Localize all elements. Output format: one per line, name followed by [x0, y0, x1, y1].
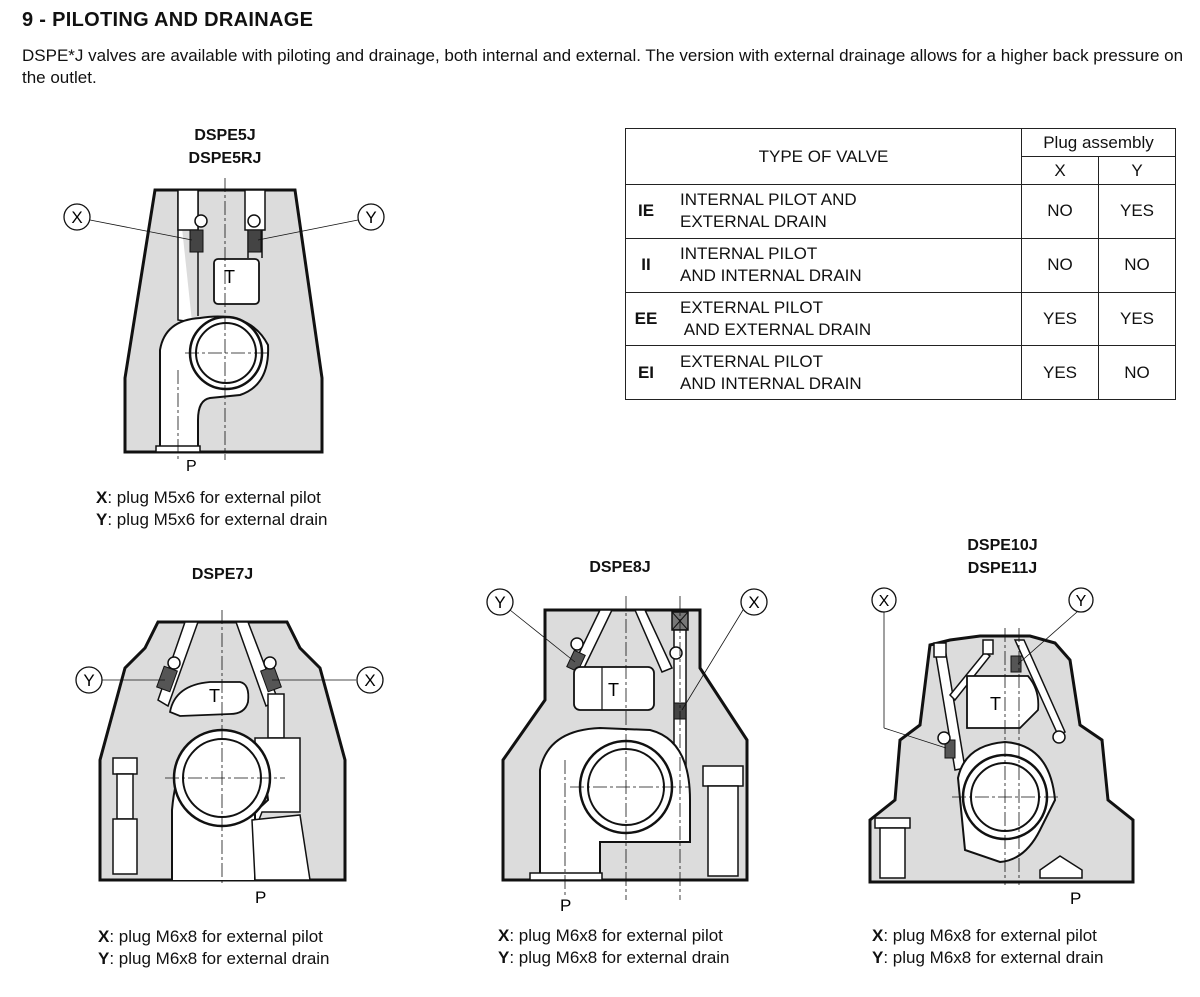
dspe7-note-x: X: plug M6x8 for external pilot	[98, 927, 323, 946]
row-desc: EXTERNAL PILOT AND EXTERNAL DRAIN	[666, 291, 1022, 347]
dspe5-body	[63, 178, 385, 460]
dspe8-title-line1: DSPE8J	[589, 559, 651, 576]
row-desc-line1: INTERNAL PILOT	[680, 244, 818, 264]
row-code: EE	[625, 291, 666, 347]
dspe5-notes: X: plug M5x6 for external pilot Y: plug …	[96, 487, 328, 531]
row-y: YES	[1098, 184, 1176, 239]
dspe8-y-callout: Y	[494, 593, 505, 612]
dspe5-title-line1: DSPE5J	[194, 127, 256, 144]
dspe5-x-callout: X	[71, 208, 82, 227]
dspe8-x-callout: X	[748, 593, 759, 612]
dspe10-notes: X: plug M6x8 for external pilot Y: plug …	[872, 925, 1104, 969]
dspe7-title-line1: DSPE7J	[191, 566, 254, 583]
row-code: II	[625, 237, 666, 293]
dspe5-y-callout: Y	[365, 208, 376, 227]
dspe10-note-x: X: plug M6x8 for external pilot	[872, 926, 1097, 945]
dspe8-t-label: T	[608, 680, 619, 700]
dspe7-note-y: Y: plug M6x8 for external drain	[98, 949, 330, 968]
dspe7-p-label: P	[255, 888, 266, 907]
dspe10-title-line1: DSPE10J	[967, 537, 1038, 554]
dspe5-t-label: T	[224, 267, 235, 287]
dspe10-t-label: T	[990, 694, 1001, 714]
row-x: YES	[1021, 345, 1099, 400]
row-desc-line2: AND INTERNAL DRAIN	[680, 266, 862, 286]
dspe5-p-label: P	[186, 458, 197, 475]
row-desc-line2: AND INTERNAL DRAIN	[680, 373, 862, 393]
row-desc-line1: EXTERNAL PILOT	[680, 351, 823, 371]
row-desc-line2: EXTERNAL DRAIN	[680, 212, 827, 232]
row-x: NO	[1021, 237, 1099, 293]
row-code: EI	[625, 345, 666, 400]
col-header-y: Y	[1098, 156, 1176, 185]
dspe5-title-line2: DSPE5RJ	[188, 150, 262, 167]
valve-type-table: TYPE OF VALVE Plug assembly X Y IE INTER…	[625, 128, 1176, 400]
dspe8-note-y: Y: plug M6x8 for external drain	[498, 948, 730, 967]
dspe10-note-y: Y: plug M6x8 for external drain	[872, 948, 1104, 967]
row-x: NO	[1021, 184, 1099, 239]
row-code: IE	[625, 184, 666, 239]
dspe8-notes: X: plug M6x8 for external pilot Y: plug …	[498, 925, 730, 969]
dspe10-title-line2: DSPE11J	[967, 560, 1038, 577]
row-y: YES	[1098, 291, 1176, 347]
dspe10-x-callout: X	[879, 593, 890, 610]
dspe7-notes: X: plug M6x8 for external pilot Y: plug …	[98, 926, 330, 970]
row-desc-line2: AND EXTERNAL DRAIN	[680, 319, 872, 339]
intro-paragraph: DSPE*J valves are available with pilotin…	[22, 46, 1184, 87]
dspe8-note-x: X: plug M6x8 for external pilot	[498, 926, 723, 945]
col-header-plug: Plug assembly	[1021, 128, 1176, 157]
dspe8-body	[486, 588, 768, 900]
dspe8-p-label: P	[560, 896, 571, 915]
dspe7-y-callout: Y	[83, 671, 94, 690]
row-desc-line1: INTERNAL PILOT AND	[680, 190, 857, 210]
row-y: NO	[1098, 237, 1176, 293]
dspe7-t-label: T	[209, 686, 220, 706]
dspe5-note-y: Y: plug M5x6 for external drain	[96, 510, 328, 529]
dspe10-body	[868, 587, 1135, 885]
dspe8-title: DSPE8J	[550, 556, 690, 579]
row-desc-line1: EXTERNAL PILOT	[680, 297, 823, 317]
col-header-type: TYPE OF VALVE	[625, 128, 1022, 185]
dspe10-p-label: P	[1070, 889, 1081, 908]
dspe5-note-x: X: plug M5x6 for external pilot	[96, 488, 321, 507]
dspe7-x-callout: X	[364, 671, 375, 690]
dspe5-title: DSPE5J DSPE5RJ	[150, 124, 300, 170]
dspe7-body	[75, 610, 384, 885]
dspe10-y-callout: Y	[1076, 593, 1087, 610]
section-heading: 9 - PILOTING AND DRAINAGE	[22, 9, 314, 31]
dspe7-title: DSPE7J	[150, 563, 295, 586]
row-y: NO	[1098, 345, 1176, 400]
dspe10-title: DSPE10J DSPE11J	[930, 534, 1075, 580]
row-x: YES	[1021, 291, 1099, 347]
table-row: EE EXTERNAL PILOT AND EXTERNAL DRAIN YES…	[625, 291, 1176, 347]
